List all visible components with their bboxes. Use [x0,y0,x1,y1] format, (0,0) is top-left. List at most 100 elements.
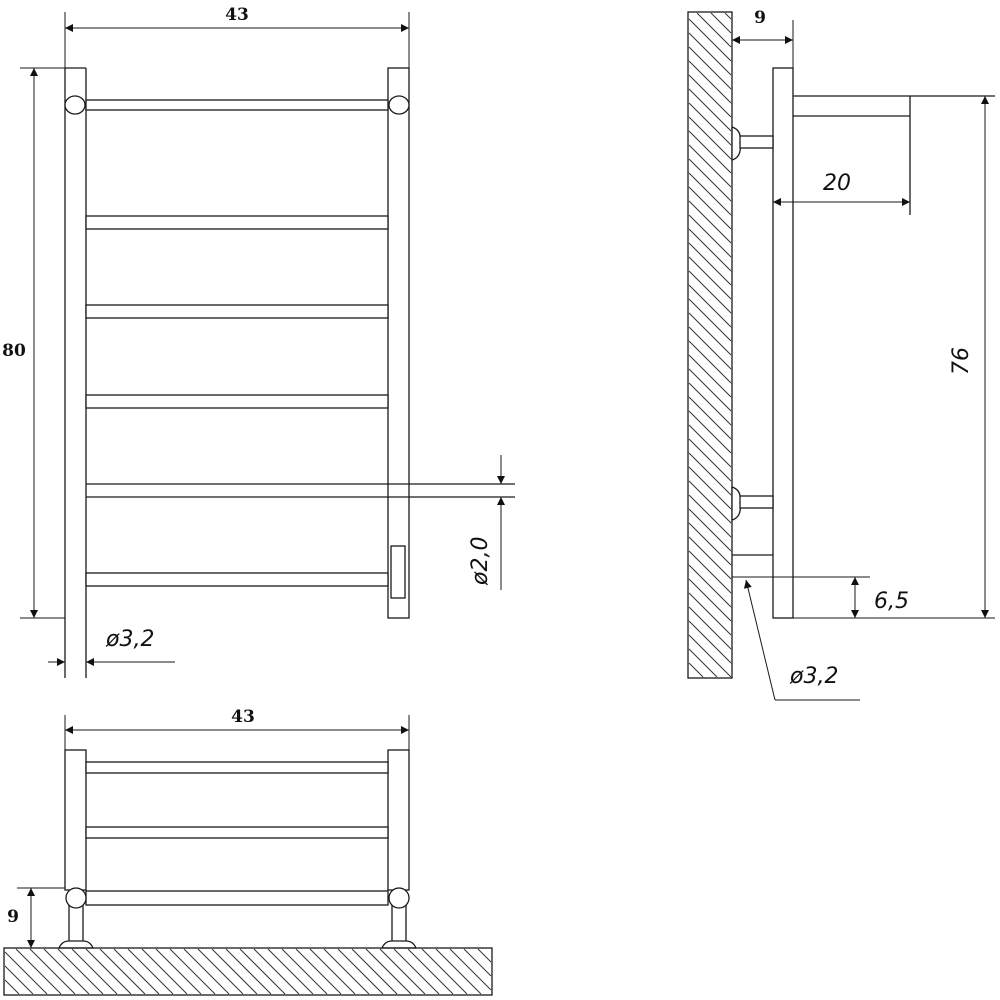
hatch-line [57,948,104,995]
hatch-line [688,354,732,398]
hatch-line [309,948,356,995]
hatch-line [113,948,160,995]
foot [68,904,84,944]
hatch-line [688,340,732,384]
floor-section [3,947,493,996]
hatch-line [724,12,732,20]
mount-height-label: 9 [7,907,19,927]
hatch-line [688,480,732,524]
hatch-line [688,620,732,664]
wall-offset-label: 9 [754,8,766,28]
hatch-line [379,948,426,995]
hatch-line [29,948,76,995]
bar-end-cap [65,887,87,909]
hatch-line [183,948,230,995]
hatch-line [127,948,174,995]
width-dimension-label: 43 [231,707,255,727]
hatch-line [688,116,732,160]
hatch-line [688,60,732,104]
bar-end-cap [64,95,86,115]
hatch-line [225,948,272,995]
hatch-line [407,948,454,995]
hatch-line [688,494,732,538]
heating-element-connector [390,545,406,599]
hatch-line [295,948,342,995]
hatch-line [688,46,732,90]
hatch-line [351,948,398,995]
bar [85,572,389,587]
hatch-line [688,186,732,230]
hatch-line [688,466,732,510]
top-bar [85,99,389,111]
hatch-line [688,396,732,440]
rail-post-side [772,67,794,619]
hatch-line [688,382,732,426]
hatch-line [688,172,732,216]
bar [85,826,389,839]
hatch-line [688,74,732,118]
wall-hatch [688,12,732,678]
hatch-line [421,948,468,995]
hatch-line [688,536,732,580]
height-dimension-label: 80 [2,341,26,361]
hatch-line [239,948,286,995]
wall-bracket-dome [731,126,741,161]
hatch-line [4,951,48,995]
hatch-line [688,158,732,202]
hatch-line [688,18,732,62]
mount-span-label: 76 [949,347,974,375]
hatch-line [197,948,244,995]
hatch-line [393,948,440,995]
hatch-line [688,88,732,132]
hatch-line [688,200,732,244]
right-post [387,67,410,619]
left-post [64,749,87,891]
hatch-line [141,948,188,995]
foot-base [381,940,417,949]
wall-bracket-rod [739,495,774,509]
hatch-line [688,270,732,314]
hatch-line [688,508,732,552]
hatch-line [4,965,34,995]
hatch-line [267,948,314,995]
width-dimension-label: 43 [225,5,249,25]
floor-view: 43 9 [3,707,493,996]
hatch-line [696,12,732,48]
foot [391,904,407,944]
wall-bracket-dome [731,486,741,521]
hatch-line [463,948,492,977]
hatch-line [71,948,118,995]
hatch-line [688,130,732,174]
hatch-line [688,592,732,636]
bar [85,394,389,409]
hatch-line [688,438,732,482]
hatch-line [253,948,300,995]
wall-bracket-rod [739,135,774,149]
hatch-line [323,948,370,995]
bar-end-cap [388,887,410,909]
hatch-line [688,228,732,272]
hatch-line [688,256,732,300]
hatch-line [337,948,384,995]
hatch-line [688,298,732,342]
hatch-line [477,948,492,963]
hatch-line [365,948,412,995]
arm-depth-label: 20 [823,171,851,196]
hatch-line [688,242,732,286]
bar-diameter-label: ø2,0 [468,537,493,586]
front-view: 43 80 ø2,0 ø3,2 [2,5,515,678]
hatch-line [688,326,732,370]
hatch-line [688,424,732,468]
hatch-line [688,550,732,594]
hatch-line [281,948,328,995]
hatch-line [85,948,132,995]
hatch-line [43,948,90,995]
post-diameter-label: ø3,2 [105,627,154,652]
hatch-line [710,12,732,34]
hatch-line [688,368,732,412]
hatch-line [688,214,732,258]
hatch-line [211,948,258,995]
wall-section [687,11,733,679]
hatch-line [449,948,492,991]
